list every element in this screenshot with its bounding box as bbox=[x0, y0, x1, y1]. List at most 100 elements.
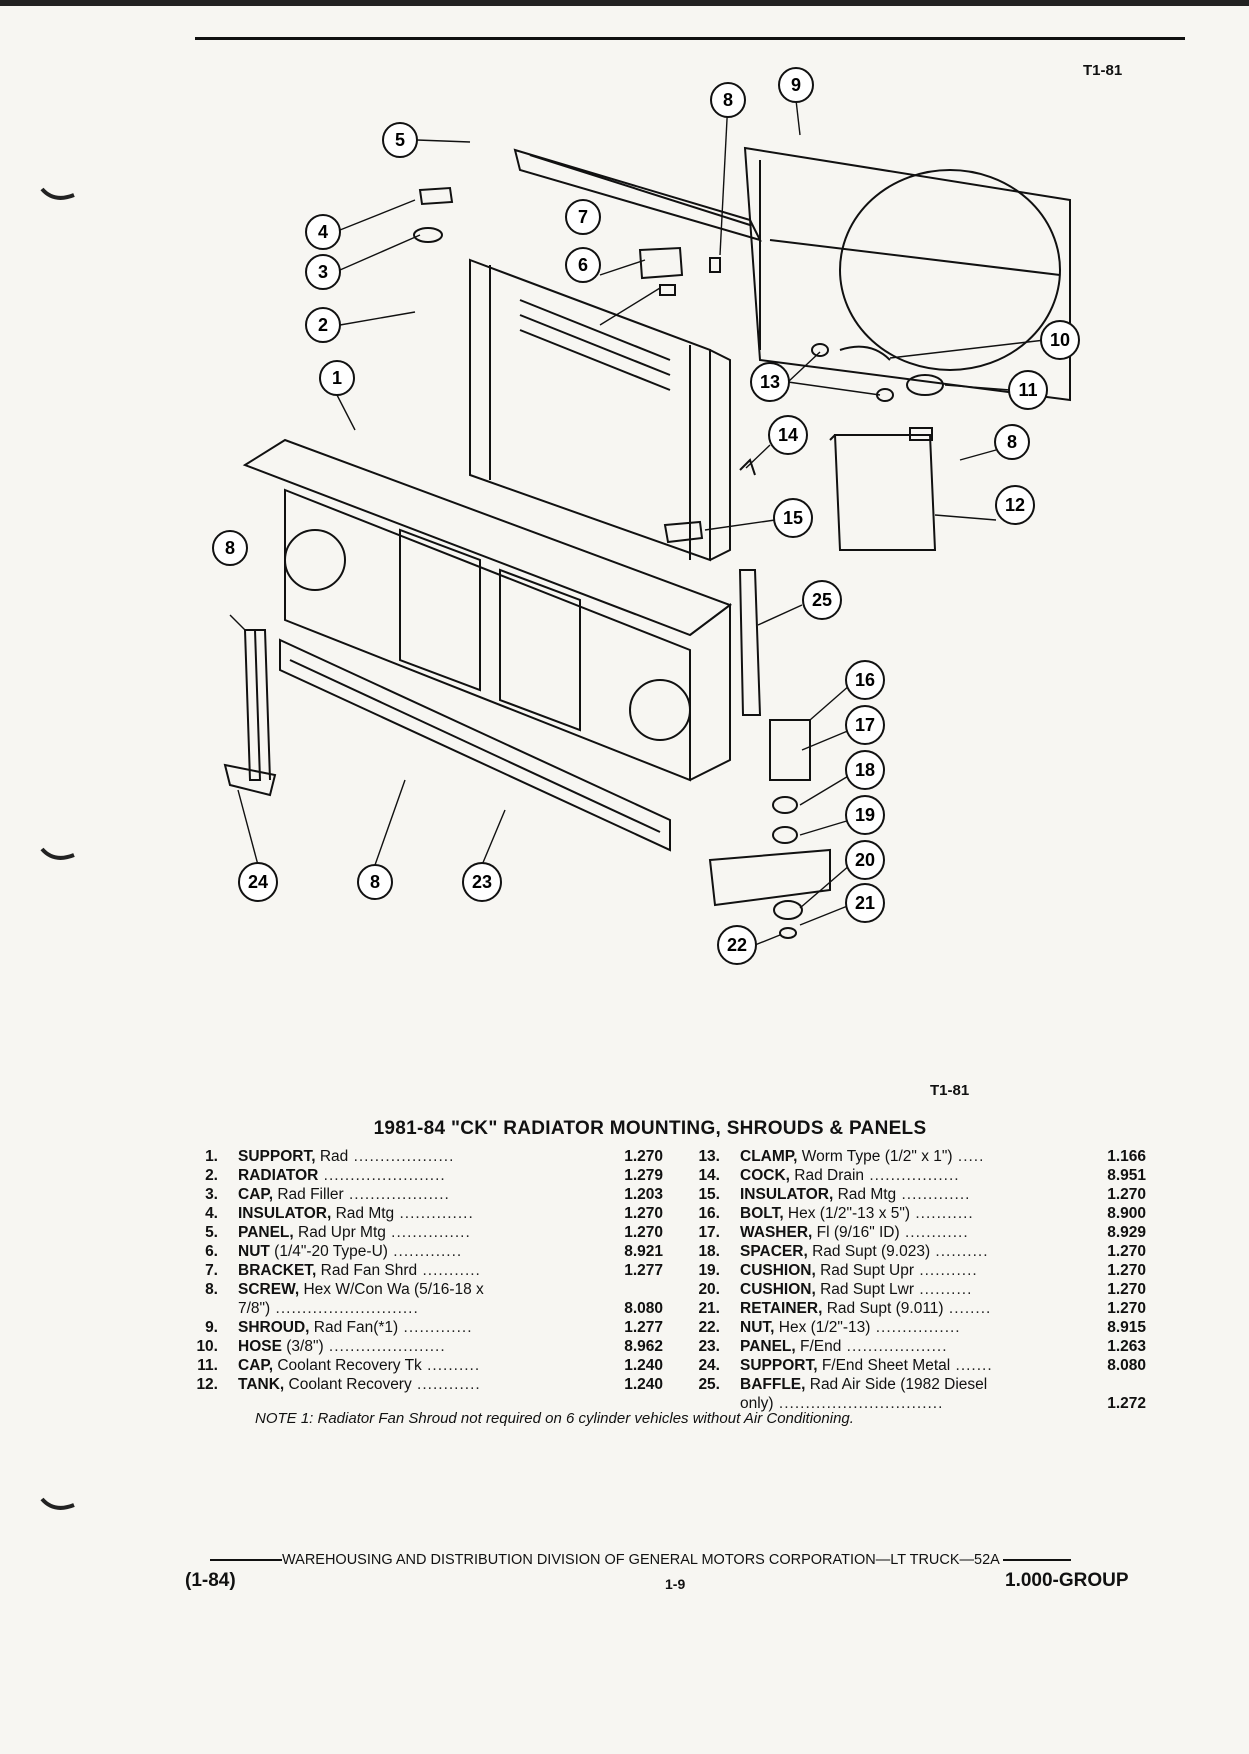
leader-dots: ............ bbox=[411, 1376, 481, 1393]
part-radiator bbox=[469, 258, 731, 562]
part-name: SUPPORT, bbox=[740, 1357, 818, 1374]
leader-dots: ............... bbox=[385, 1224, 471, 1241]
part-number: 20. bbox=[698, 1281, 720, 1298]
part-number: 2. bbox=[205, 1167, 218, 1184]
part-description: CLAMP, Worm Type (1/2" x 1") ..... bbox=[740, 1148, 1070, 1166]
part-detail: Rad Drain bbox=[789, 1167, 865, 1184]
part-name: PANEL, bbox=[238, 1224, 294, 1241]
leader-dots: ............. bbox=[398, 1319, 473, 1336]
group-code: 1.240 bbox=[624, 1376, 663, 1393]
parts-row: 12.TANK, Coolant Recovery ............1.… bbox=[188, 1376, 668, 1395]
group-code: 1.203 bbox=[624, 1186, 663, 1203]
part-detail: Rad Supt (9.011) bbox=[822, 1300, 944, 1317]
callout-22: 22 bbox=[717, 925, 757, 965]
part-coolant-tank bbox=[829, 427, 937, 551]
part-description: COCK, Rad Drain ................. bbox=[740, 1167, 1070, 1185]
part-number: 11. bbox=[197, 1357, 218, 1374]
part-description: SUPPORT, Rad ................... bbox=[238, 1148, 568, 1166]
part-fend-support bbox=[223, 629, 277, 797]
callout-12: 12 bbox=[995, 485, 1035, 525]
leader-dots: ................... bbox=[343, 1186, 450, 1203]
footer-date: (1-84) bbox=[185, 1570, 236, 1591]
svg-text:24: 24 bbox=[248, 872, 268, 892]
svg-text:5: 5 bbox=[395, 130, 405, 150]
part-detail: Rad Mtg bbox=[331, 1205, 395, 1222]
part-number: 6. bbox=[205, 1243, 218, 1260]
part-radiator-support bbox=[242, 438, 733, 782]
parts-row: 17. WASHER, Fl (9/16" ID) ............ 8.9… bbox=[690, 1224, 1160, 1243]
svg-text:11: 11 bbox=[1018, 380, 1037, 400]
footnote: NOTE 1: Radiator Fan Shroud not required… bbox=[255, 1410, 854, 1427]
group-code: 1.240 bbox=[624, 1357, 663, 1374]
part-bracket bbox=[638, 246, 684, 280]
svg-text:18: 18 bbox=[855, 760, 875, 780]
parts-row: 11.CAP, Coolant Recovery Tk ..........1.… bbox=[188, 1357, 668, 1376]
group-code: 8.929 bbox=[1107, 1224, 1146, 1241]
svg-text:9: 9 bbox=[791, 75, 801, 95]
part-detail: Hex (1/2"-13) bbox=[774, 1319, 871, 1336]
part-number: 17. bbox=[698, 1224, 720, 1241]
part-name: SCREW, bbox=[238, 1281, 300, 1298]
parts-list-right: 13.CLAMP, Worm Type (1/2" x 1") .....1.1… bbox=[690, 1148, 1160, 1414]
parts-row: 9.SHROUD, Rad Fan(*1) .............1.277 bbox=[188, 1319, 668, 1338]
footer-publisher-line: WAREHOUSING AND DISTRIBUTION DIVISION OF… bbox=[210, 1552, 1160, 1568]
part-fan-shroud bbox=[743, 146, 1071, 402]
part-description: INSULATOR, Rad Mtg ............. bbox=[740, 1186, 1070, 1204]
parts-row: 5.PANEL, Rad Upr Mtg ...............1.27… bbox=[188, 1224, 668, 1243]
svg-text:10: 10 bbox=[1050, 330, 1070, 350]
part-name: NUT bbox=[238, 1243, 270, 1260]
part-hose bbox=[839, 345, 891, 361]
parts-row: 1.SUPPORT, Rad ...................1.270 bbox=[188, 1148, 668, 1167]
part-description: SUPPORT, F/End Sheet Metal ....... bbox=[740, 1357, 1070, 1375]
part-number: 19. bbox=[698, 1262, 720, 1279]
group-code: 1.270 bbox=[1107, 1281, 1146, 1298]
part-description: SPACER, Rad Supt (9.023) .......... bbox=[740, 1243, 1070, 1261]
parts-row: 20.CUSHION, Rad Supt Lwr ..........1.270 bbox=[690, 1281, 1160, 1300]
binder-hole-mark-3 bbox=[40, 1497, 75, 1510]
part-description: TANK, Coolant Recovery ............ bbox=[238, 1376, 568, 1394]
svg-text:15: 15 bbox=[783, 508, 803, 528]
callout-13: 13 bbox=[750, 362, 790, 402]
svg-text:7: 7 bbox=[578, 207, 588, 227]
part-description: SHROUD, Rad Fan(*1) ............. bbox=[238, 1319, 568, 1337]
part-detail: Rad Supt (9.023) bbox=[807, 1243, 931, 1260]
callout-8d: 8 bbox=[357, 864, 393, 900]
part-drain-cock bbox=[739, 458, 756, 476]
callout-21: 21 bbox=[845, 883, 885, 923]
callout-8b: 8 bbox=[994, 424, 1030, 460]
part-mount-stack bbox=[708, 719, 831, 939]
part-clamp-1 bbox=[811, 343, 829, 357]
part-number: 25. bbox=[698, 1376, 720, 1393]
leader-dots: ....................... bbox=[318, 1167, 446, 1184]
footer-publisher: WAREHOUSING AND DISTRIBUTION DIVISION OF… bbox=[282, 1552, 1000, 1568]
leader-dots: ........................... bbox=[270, 1300, 419, 1317]
parts-row: 18.SPACER, Rad Supt (9.023) ..........1.… bbox=[690, 1243, 1160, 1262]
svg-text:8: 8 bbox=[723, 90, 733, 110]
svg-text:25: 25 bbox=[812, 590, 832, 610]
part-number: 22. bbox=[698, 1319, 720, 1336]
part-number: 15. bbox=[698, 1186, 720, 1203]
figure-ref-bottom: T1-81 bbox=[930, 1082, 970, 1099]
part-detail: Rad Upr Mtg bbox=[293, 1224, 386, 1241]
group-code: 1.270 bbox=[1107, 1262, 1146, 1279]
exploded-diagram: 5 8 9 4 3 7 6 2 1 10 13 11 14 8 12 15 8 … bbox=[212, 67, 1080, 965]
part-description: 7/8") ........................... bbox=[238, 1300, 568, 1318]
group-code: 8.962 bbox=[624, 1338, 663, 1355]
callout-18: 18 bbox=[845, 750, 885, 790]
callout-8a: 8 bbox=[710, 82, 746, 118]
callout-14: 14 bbox=[768, 415, 808, 455]
group-code: 8.900 bbox=[1107, 1205, 1146, 1222]
parts-row: 14.COCK, Rad Drain .................8.95… bbox=[690, 1167, 1160, 1186]
part-description: BRACKET, Rad Fan Shrd ........... bbox=[238, 1262, 568, 1280]
part-detail: Hex W/Con Wa (5/16-18 x bbox=[299, 1281, 484, 1298]
part-detail: Rad Fan Shrd bbox=[316, 1262, 418, 1279]
part-description: WASHER, Fl (9/16" ID) ............ bbox=[740, 1224, 1070, 1242]
part-description: RETAINER, Rad Supt (9.011) ........ bbox=[740, 1300, 1070, 1318]
part-detail: Rad Mtg bbox=[833, 1186, 897, 1203]
part-description: NUT, Hex (1/2"-13) ................ bbox=[740, 1319, 1070, 1337]
leader-dots: ..... bbox=[952, 1148, 985, 1165]
callout-23: 23 bbox=[462, 862, 502, 902]
part-number: 9. bbox=[205, 1319, 218, 1336]
leader-dots: ........ bbox=[943, 1300, 992, 1317]
